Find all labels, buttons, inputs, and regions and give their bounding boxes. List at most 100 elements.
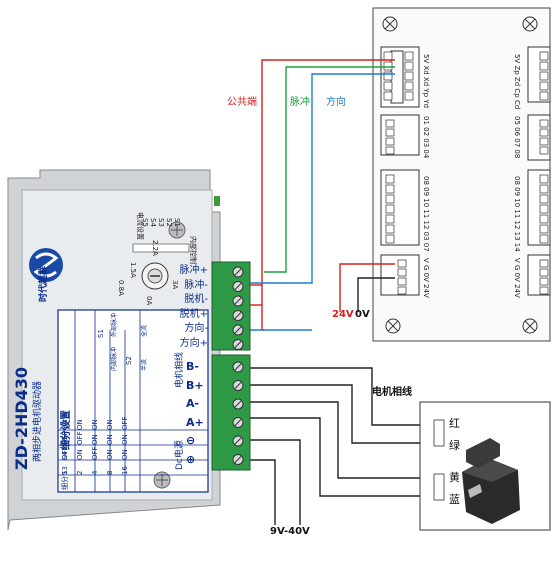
connector-pin [397,277,407,286]
connector-pin [385,119,395,128]
terminal-screw-icon[interactable] [232,435,244,447]
terminal-screw-icon[interactable] [232,398,244,410]
motor-wire-label: 红 [449,417,460,430]
s2-label: S2 [125,356,133,365]
connector-pin [383,51,393,61]
driver-subtitle: 两相步进电机驱动器 [33,380,43,462]
screw-icon [382,16,398,32]
label-direction: 方向 [326,97,346,108]
control-terminal-label: 脱机+ [179,308,208,320]
connector-pin [404,81,414,91]
connector-pin [539,119,549,128]
dial-value-label: 2.2A [151,240,159,256]
connector-pin [385,214,395,224]
stepper-motor [419,401,551,531]
wire-motor-yellow [244,401,436,479]
connector-pin [385,137,395,146]
controller-pin-labels: 08 09 10 11 12 13 14 [513,176,521,252]
table-cell: OFF [61,446,69,460]
table-cell: ON [106,434,114,445]
table-cell: ON [61,419,69,430]
terminal-screw-icon[interactable] [232,380,244,391]
connector-pin [539,81,549,91]
connector-pin [397,268,407,277]
table-cell: OFF [76,431,84,445]
terminal-screw-icon[interactable] [232,281,244,292]
connector-pin [404,51,414,61]
terminal-screw-icon[interactable] [232,454,244,465]
driver-model: ZD-2HD430 [12,366,31,470]
wire-motor-blue [244,417,436,497]
dc-label: Dc电源 [175,440,185,470]
dial-value-label: 0.8A [117,280,125,296]
power-terminal-label: A- [186,397,200,410]
connector-pin [539,71,549,81]
wire-0v [357,277,395,312]
current-dial[interactable] [141,262,169,290]
power-terminal-label: B+ [186,378,204,392]
screw-icon [522,16,538,32]
wires [244,59,436,525]
control-terminal-label: 方向+ [179,337,208,349]
terminal-screw-icon[interactable] [232,295,244,307]
power-led [214,196,220,206]
controller-pin-labels: 5V Xd Xd Yp Yd [422,54,430,109]
dial-value-label: 3A [171,280,179,290]
connector-pin [539,277,549,286]
power-terminal-label: A+ [186,415,204,429]
table-cell: 8 [106,470,114,475]
connector-pin [385,146,395,155]
power-terminal-label: ⊖ [186,434,196,447]
terminal-screw-icon[interactable] [232,310,244,321]
connector-pin [385,234,395,244]
power-terminal-block [211,354,251,471]
label-motor-phase-line: 电机相线 [372,387,412,398]
control-terminal-block [211,261,251,351]
label-pulse: 脉冲 [290,97,310,108]
label-24v: 24V [332,309,354,320]
controller-pin-labels: 01 02 03 04 [422,116,430,159]
dial-value-label: 1.5A [129,262,137,278]
brand-name: 时代超群 [39,265,49,302]
connector-pin [383,61,393,71]
table-cell: ON [121,434,129,445]
connector-pin [539,286,549,295]
connector-pin [385,224,395,234]
motor-lead-connector [433,419,445,501]
screw-icon [168,221,186,239]
table-cell: OFF [91,446,99,460]
wire-direction [250,73,395,284]
table-cell: ON [91,419,99,430]
connector-pin [539,204,549,214]
connector-pin [539,259,549,268]
terminal-screw-icon[interactable] [232,324,244,336]
screw-icon [385,318,401,334]
terminal-screw-icon[interactable] [232,361,244,373]
connector-pin [404,71,414,81]
dip-switch-label: S2 [165,218,173,227]
wire-motor-red [244,367,436,426]
motor-label: 电机相线 [175,351,185,388]
terminal-screw-icon[interactable] [232,266,244,278]
connector-pin [539,61,549,71]
brand-logo [29,248,63,282]
controller-pin-labels: 5V Zp Zd Cp Cd [513,54,521,110]
dip-switch-label: S3 [157,218,165,227]
connector-pin [383,91,393,101]
screw-icon [153,471,171,489]
connector-pin [539,268,549,277]
connector-pin [539,184,549,194]
connector-pin [404,61,414,71]
terminal-screw-icon[interactable] [232,339,244,350]
table-cell: 4 [91,470,99,475]
connector-pin [404,91,414,101]
dip-switch-label: S1 [173,218,181,227]
power-terminal-label: ⊕ [186,452,196,466]
table-cell: ON [121,449,129,460]
connector-pin [539,224,549,234]
controller-pin-labels: V G 0V 24V [422,258,430,298]
terminal-screw-icon[interactable] [232,417,244,428]
connector-pin [383,81,393,91]
wire-24v [339,263,395,312]
